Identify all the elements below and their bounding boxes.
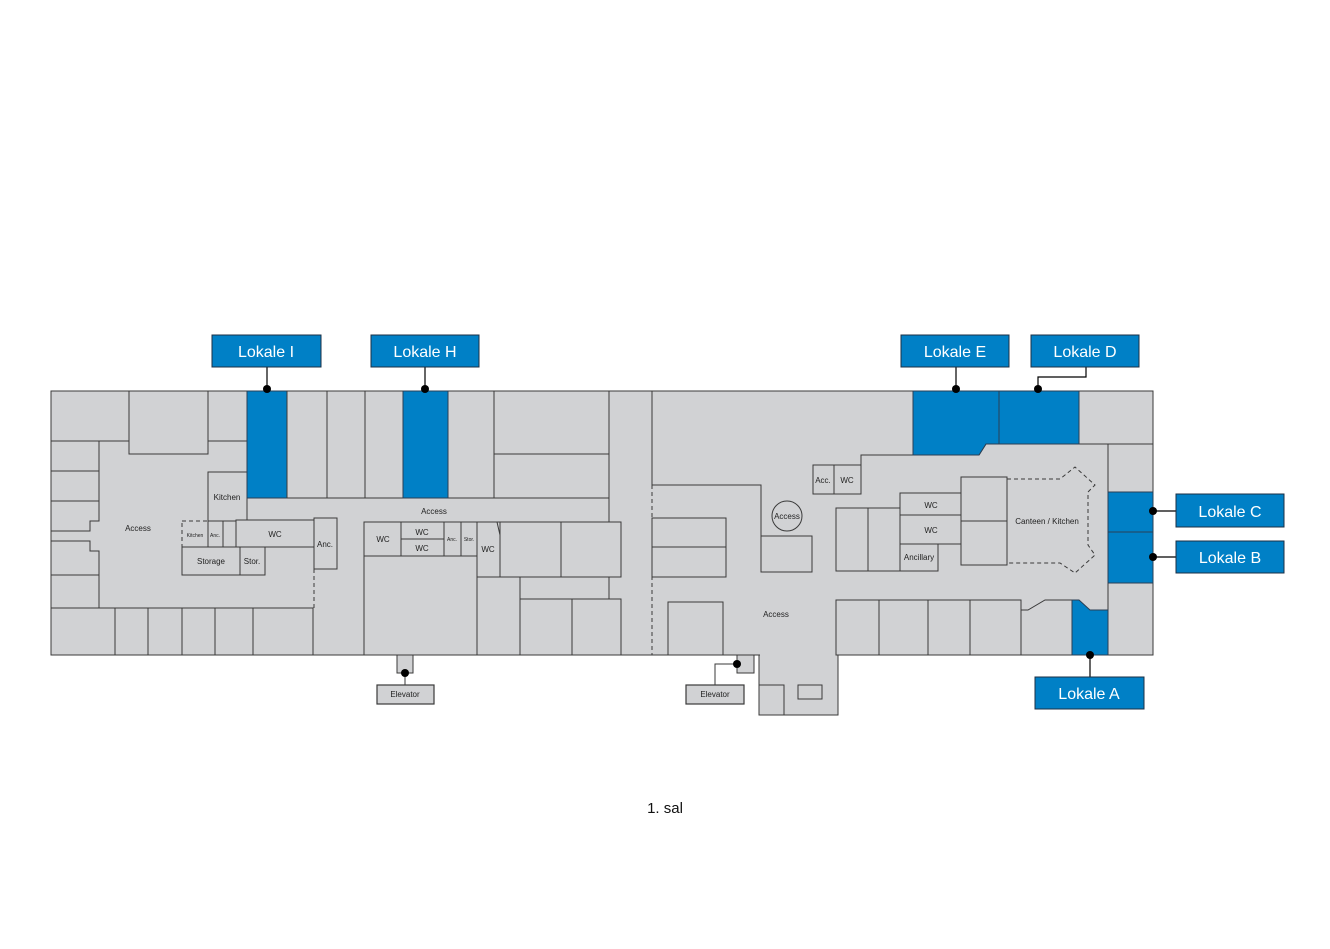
room-label: Storage	[197, 557, 226, 566]
label-lokale-a[interactable]: Lokale A	[1034, 676, 1145, 710]
room-label: WC	[376, 535, 390, 544]
label-lokale-b[interactable]: Lokale B	[1175, 540, 1285, 574]
room-label: Canteen / Kitchen	[1015, 517, 1079, 526]
unit-lokale-b[interactable]	[1107, 531, 1154, 584]
label-lokale-e[interactable]: Lokale E	[900, 334, 1010, 368]
elevator-label: Elevator	[390, 690, 420, 699]
unit-label[interactable]: Lokale C	[1198, 504, 1261, 521]
unit-lokale-h[interactable]	[402, 390, 449, 499]
label-lokale-c[interactable]: Lokale C	[1175, 493, 1285, 528]
access-stair-circle	[771, 500, 803, 532]
label-lokale-d[interactable]: Lokale D	[1030, 334, 1140, 368]
room-label: WC	[415, 544, 429, 553]
unit-label[interactable]: Lokale B	[1199, 550, 1261, 567]
unit-lokale-i[interactable]	[246, 390, 288, 499]
room-label: Access	[421, 507, 447, 516]
room-label: Ancillary	[904, 553, 934, 562]
room-label: Anc.	[317, 540, 333, 549]
connector-dot	[421, 385, 429, 393]
connector-dot	[733, 660, 741, 668]
room-label: Access	[125, 524, 151, 533]
room-label: WC	[840, 476, 854, 485]
west-rooms	[50, 390, 338, 656]
room-label: WC	[268, 530, 282, 539]
connector-dot	[263, 385, 271, 393]
room-label: Access	[774, 512, 800, 521]
floor-caption: 1. sal	[647, 800, 683, 817]
room-label: Stor.	[464, 537, 474, 543]
elevator-west[interactable]: Elevator	[376, 684, 435, 705]
room-label: Acc.	[815, 476, 831, 485]
room-label: Access	[763, 610, 789, 619]
elevator-label: Elevator	[700, 690, 730, 699]
connector-dot	[1149, 553, 1157, 561]
unit-label[interactable]: Lokale D	[1053, 344, 1116, 361]
north-rooms	[286, 390, 653, 655]
unit-label[interactable]: Lokale E	[924, 344, 986, 361]
unit-label[interactable]: Lokale I	[238, 344, 294, 361]
room-label: Kitchen	[187, 533, 204, 539]
elevator-east[interactable]: Elevator	[685, 684, 745, 705]
room-label: WC	[924, 501, 938, 510]
room-label: Anc.	[447, 537, 457, 543]
unit-lokale-d[interactable]	[998, 390, 1080, 445]
room-label: Kitchen	[214, 493, 241, 502]
room-label: Stor.	[244, 557, 260, 566]
connector-dot	[1086, 651, 1094, 659]
room-label: WC	[481, 545, 495, 554]
connector-dot	[1149, 507, 1157, 515]
label-lokale-h[interactable]: Lokale H	[370, 334, 480, 368]
room-label: Anc.	[210, 533, 220, 539]
connector-dot	[952, 385, 960, 393]
connector-dot	[401, 669, 409, 677]
unit-lokale-c[interactable]	[1107, 491, 1154, 533]
label-lokale-i[interactable]: Lokale I	[211, 334, 322, 368]
room-label: WC	[415, 528, 429, 537]
unit-lokale-a[interactable]	[1071, 599, 1109, 656]
middle-rooms	[363, 484, 823, 716]
connector-dot	[1034, 385, 1042, 393]
unit-label[interactable]: Lokale H	[393, 344, 456, 361]
unit-label[interactable]: Lokale A	[1058, 686, 1120, 703]
room-label: WC	[924, 526, 938, 535]
